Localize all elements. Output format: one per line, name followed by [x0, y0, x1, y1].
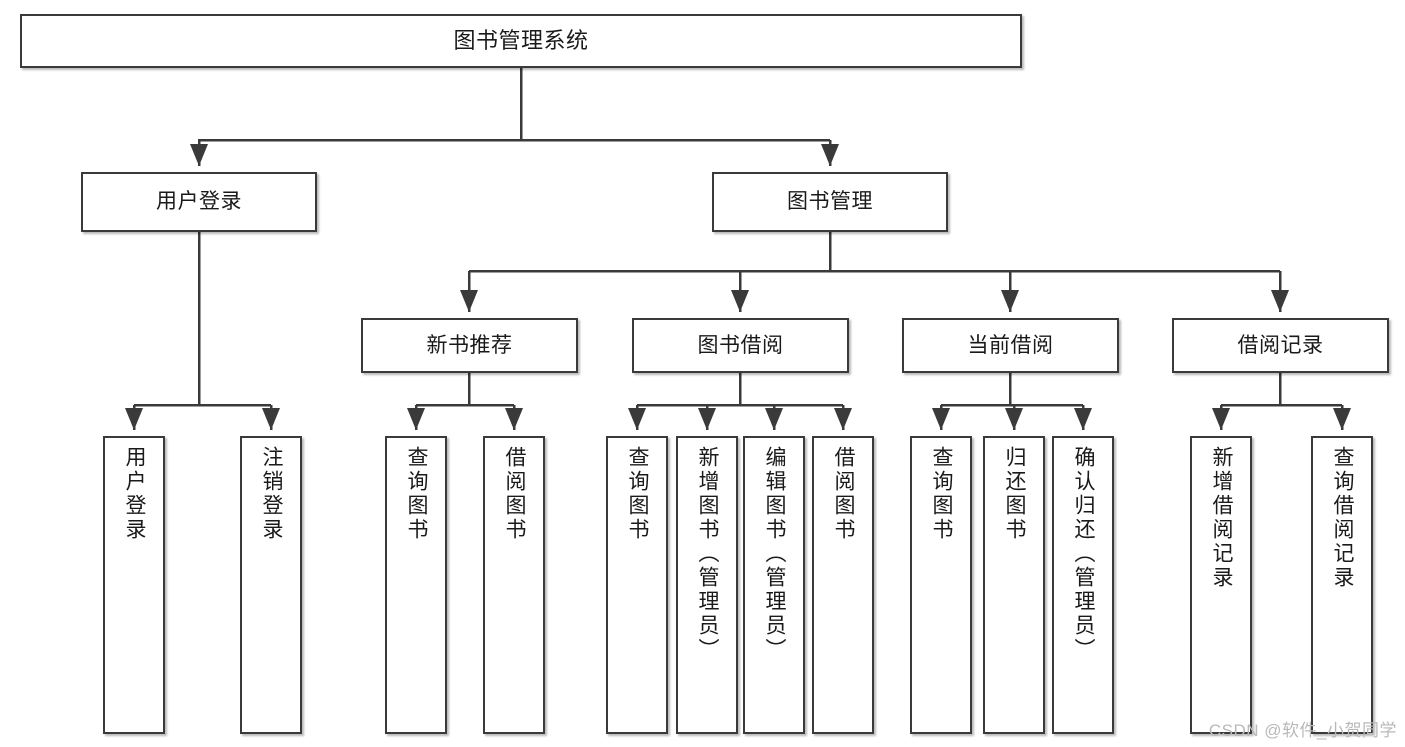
leaf-borrow-book-1[interactable]: 借阅图书	[483, 436, 545, 734]
node-label: 注销登录	[260, 446, 284, 542]
node-label: 图书管理	[787, 190, 873, 214]
leaf-add-borrow-record[interactable]: 新增借阅记录	[1190, 436, 1252, 734]
node-user-login[interactable]: 用户登录	[81, 172, 317, 232]
leaf-borrow-book-2[interactable]: 借阅图书	[812, 436, 874, 734]
node-label: 新增图书（管理员）	[696, 446, 720, 662]
node-book-management[interactable]: 图书管理	[712, 172, 948, 232]
node-book-borrowing[interactable]: 图书借阅	[632, 318, 849, 373]
node-label: 新书推荐	[426, 333, 513, 357]
node-label: 用户登录	[123, 446, 147, 542]
node-borrowing-record[interactable]: 借阅记录	[1172, 318, 1389, 373]
leaf-query-book-2[interactable]: 查询图书	[606, 436, 668, 734]
node-label: 新增借阅记录	[1210, 446, 1234, 590]
leaf-add-book-admin[interactable]: 新增图书（管理员）	[676, 436, 738, 734]
node-label: 借阅图书	[503, 446, 527, 542]
leaf-query-book-3[interactable]: 查询图书	[910, 436, 972, 734]
node-label: 查询图书	[626, 446, 650, 542]
node-root-system[interactable]: 图书管理系统	[20, 14, 1022, 68]
node-label: 借阅图书	[832, 446, 856, 542]
node-label: 借阅记录	[1237, 333, 1324, 357]
leaf-logout[interactable]: 注销登录	[240, 436, 302, 734]
node-label: 用户登录	[156, 190, 242, 214]
node-label: 当前借阅	[967, 333, 1054, 357]
leaf-user-login[interactable]: 用户登录	[103, 436, 165, 734]
node-label: 图书管理系统	[453, 27, 589, 53]
node-label: 查询图书	[930, 446, 954, 542]
node-label: 图书借阅	[697, 333, 784, 357]
node-label: 查询借阅记录	[1331, 446, 1355, 590]
node-new-book-recommendation[interactable]: 新书推荐	[361, 318, 578, 373]
watermark-text: CSDN @软件_小贺同学	[1208, 721, 1397, 740]
leaf-confirm-return-admin[interactable]: 确认归还（管理员）	[1052, 436, 1114, 734]
node-label: 查询图书	[405, 446, 429, 542]
leaf-query-borrow-record[interactable]: 查询借阅记录	[1311, 436, 1373, 734]
leaf-query-book-1[interactable]: 查询图书	[385, 436, 447, 734]
node-label: 确认归还（管理员）	[1072, 446, 1096, 662]
node-label: 归还图书	[1003, 446, 1027, 542]
node-current-borrowing[interactable]: 当前借阅	[902, 318, 1119, 373]
leaf-return-book[interactable]: 归还图书	[983, 436, 1045, 734]
node-label: 编辑图书（管理员）	[763, 446, 787, 662]
leaf-edit-book-admin[interactable]: 编辑图书（管理员）	[743, 436, 805, 734]
